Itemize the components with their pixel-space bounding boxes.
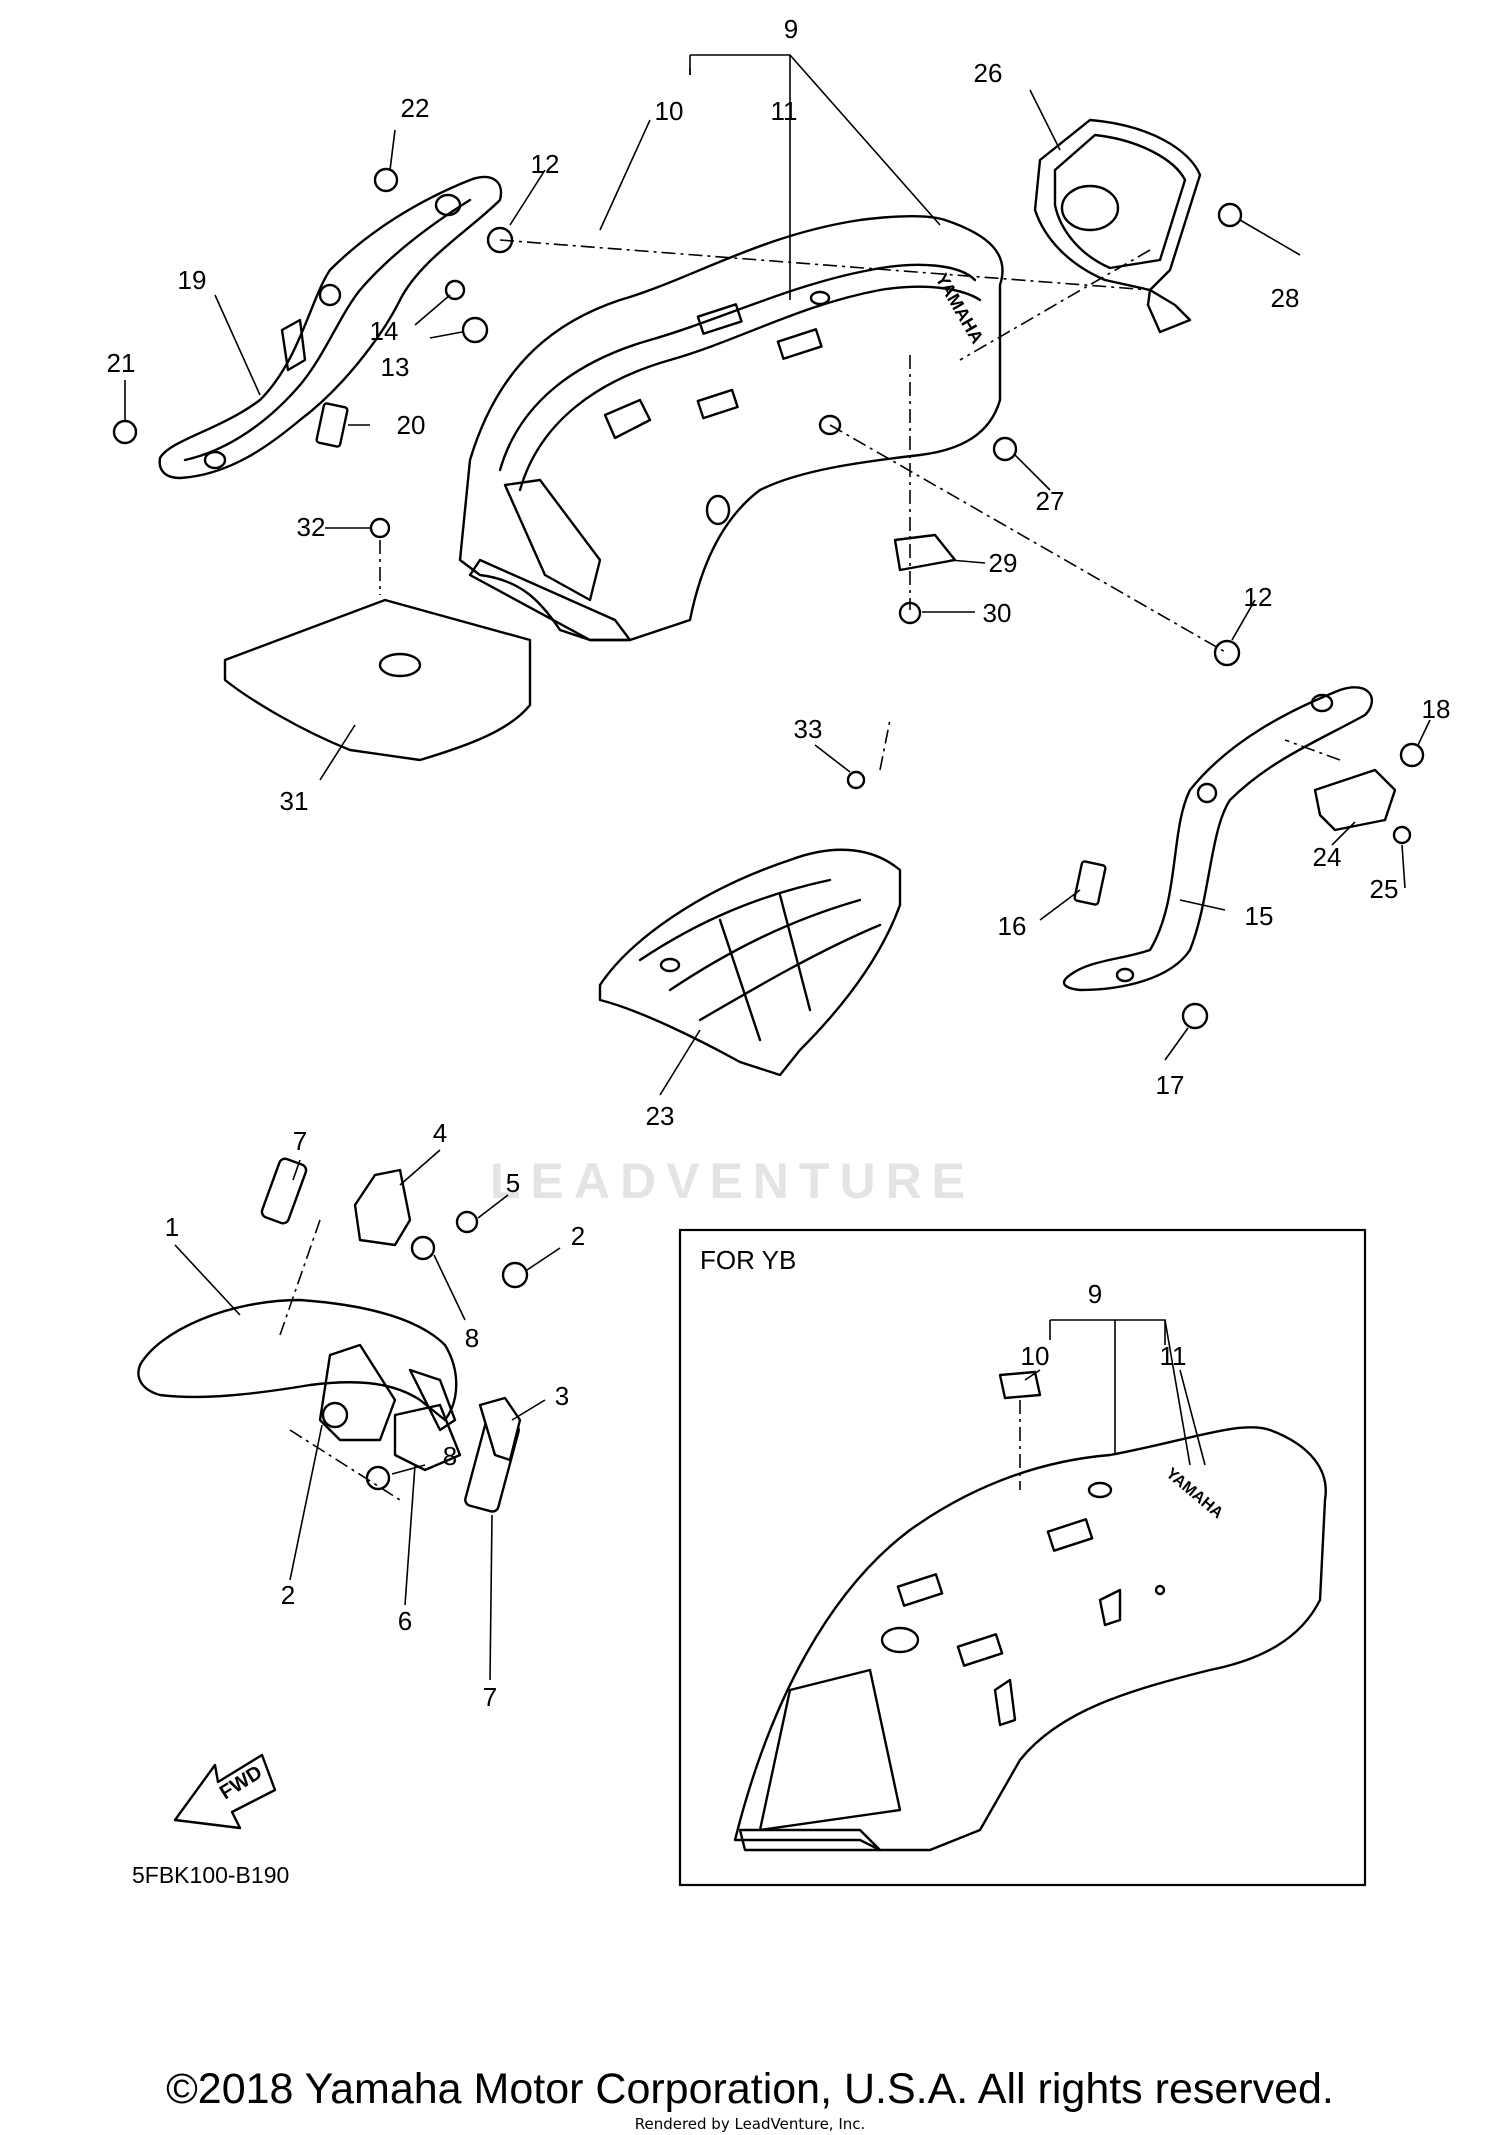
nut-33 <box>846 770 866 790</box>
inset-frame <box>678 1228 1367 1887</box>
callout-9: 9 <box>784 14 798 44</box>
bracket-3 <box>478 1396 522 1462</box>
callout-10: 10 <box>655 96 684 126</box>
reflector-7-upper <box>260 1157 308 1225</box>
callout-31: 31 <box>280 786 309 816</box>
front-fender <box>137 1298 458 1442</box>
callout-6: 6 <box>398 1606 412 1636</box>
rendered-by-notice: Rendered by LeadVenture, Inc. <box>634 2115 866 2133</box>
callout-21: 21 <box>107 348 136 378</box>
callout-19: 19 <box>178 265 207 295</box>
rear-fender: YAMAHA <box>458 215 1004 642</box>
callout-1: 1 <box>165 1212 179 1242</box>
callout-14: 14 <box>370 316 399 346</box>
reflector-20 <box>315 402 349 448</box>
inset-title: FOR YB <box>700 1245 797 1275</box>
inset-for-yb: YAMAHA <box>678 1228 1367 1887</box>
inset-label-10 <box>998 1370 1042 1400</box>
callout-28: 28 <box>1271 283 1300 313</box>
callout-11-inset: 11 <box>1160 1341 1187 1371</box>
damper-13 <box>461 316 489 344</box>
watermark-text: LEADVENTURE <box>490 1153 976 1209</box>
bolt-28 <box>1217 202 1243 228</box>
callout-32: 32 <box>297 512 326 542</box>
callout-2-upper: 2 <box>571 1221 585 1251</box>
callout-20: 20 <box>397 410 426 440</box>
grab-bar-left <box>158 175 503 480</box>
bolt-22 <box>373 167 399 193</box>
reflector-16 <box>1073 860 1107 906</box>
callout-33: 33 <box>794 714 823 744</box>
grab-bar-right <box>1062 686 1374 992</box>
callout-26: 26 <box>974 58 1003 88</box>
callout-10-inset: 10 <box>1021 1341 1050 1371</box>
mud-flap <box>223 598 532 762</box>
front-fender-stay-6 <box>393 1403 462 1472</box>
callout-9-inset: 9 <box>1088 1279 1102 1309</box>
callout-12-lower: 12 <box>1244 582 1273 612</box>
bolt-17 <box>1181 1002 1209 1030</box>
callout-16: 16 <box>998 911 1027 941</box>
callout-24: 24 <box>1313 842 1342 872</box>
diagram-code: 5FBK100-B190 <box>132 1862 290 1888</box>
bolt-2-upper <box>501 1261 529 1289</box>
callout-4: 4 <box>433 1118 447 1148</box>
damper-12-right <box>1213 639 1241 667</box>
callout-13: 13 <box>381 352 410 382</box>
collar-14 <box>444 279 466 301</box>
callout-12-upper: 12 <box>531 149 560 179</box>
callout-17: 17 <box>1156 1070 1185 1100</box>
nut-8-upper <box>410 1235 436 1261</box>
copyright-notice: ©2018 Yamaha Motor Corporation, U.S.A. A… <box>166 2065 1334 2113</box>
callout-22: 22 <box>401 93 430 123</box>
front-fender-stay-4 <box>353 1168 412 1247</box>
bracket-29 <box>893 533 957 572</box>
nut-27 <box>992 436 1018 462</box>
bolt-5 <box>455 1210 479 1234</box>
callout-8-upper: 8 <box>465 1323 479 1353</box>
callout-29: 29 <box>989 548 1018 578</box>
callout-7-upper: 7 <box>293 1126 307 1156</box>
fasteners <box>112 167 1425 1491</box>
callout-27: 27 <box>1036 486 1065 516</box>
callout-7-lower: 7 <box>483 1682 497 1712</box>
bolt-18 <box>1399 742 1425 768</box>
callout-23: 23 <box>646 1101 675 1131</box>
fwd-arrow: FWD <box>173 1753 277 1830</box>
callout-labels: 9 10 11 26 22 12 19 14 13 21 20 28 27 32… <box>107 14 1451 1712</box>
callout-8-lower: 8 <box>443 1441 457 1471</box>
callout-2-lower: 2 <box>281 1580 295 1610</box>
callout-15: 15 <box>1245 901 1274 931</box>
tail-light <box>1033 118 1202 334</box>
screw-32 <box>369 517 391 539</box>
callout-11: 11 <box>771 96 798 126</box>
callout-3: 3 <box>555 1381 569 1411</box>
callout-5: 5 <box>506 1168 520 1198</box>
assembly-lines <box>279 239 1341 1501</box>
callout-18: 18 <box>1422 694 1451 724</box>
nut-8-lower <box>365 1465 391 1491</box>
leader-lines <box>124 54 1431 1681</box>
bolt-21 <box>112 419 138 445</box>
inner-fender <box>598 848 902 1077</box>
license-light-24 <box>1313 768 1397 832</box>
bolt-2-lower <box>321 1401 349 1429</box>
callout-25: 25 <box>1370 874 1399 904</box>
screw-25 <box>1392 825 1412 845</box>
callout-30: 30 <box>983 598 1012 628</box>
